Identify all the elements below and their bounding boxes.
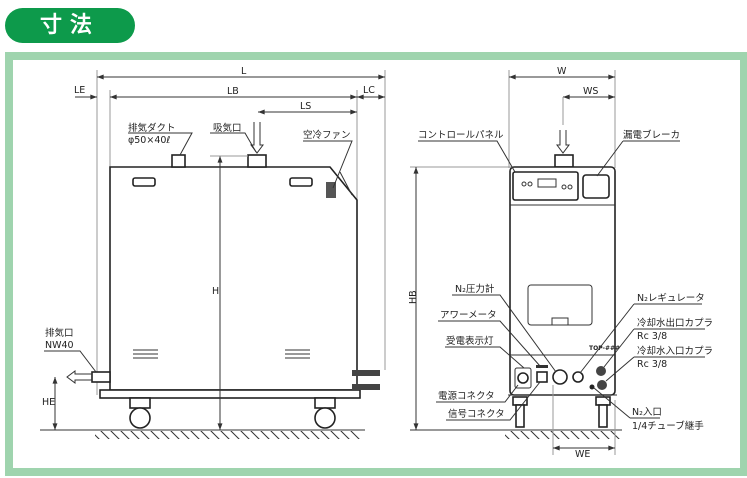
coolant-coupler xyxy=(352,384,380,390)
dim-HE-label: HE xyxy=(42,397,55,408)
exhaust-duct-label: 排気ダクト xyxy=(128,122,176,134)
vent-right xyxy=(285,349,310,359)
exhaust-port-size: NW40 xyxy=(45,340,74,351)
power-connector-icon xyxy=(517,372,529,384)
intake-port xyxy=(247,154,267,168)
n2-inlet-label: N₂入口 xyxy=(632,407,662,418)
n2-regulator-icon xyxy=(572,371,584,383)
exhaust-duct xyxy=(171,154,186,168)
n2-regulator-label: N₂レギュレータ xyxy=(637,293,705,304)
caster xyxy=(595,396,611,428)
side-view: L LE LB LC LS xyxy=(40,66,386,439)
coolant-coupler xyxy=(352,370,380,376)
floor-hatch xyxy=(95,431,360,439)
fan-label: 空冷ファン xyxy=(303,129,351,141)
dim-W-label: W xyxy=(557,66,567,77)
hour-meter-label: アワーメータ xyxy=(440,310,497,321)
dim-LS-label: LS xyxy=(300,101,311,112)
caster xyxy=(129,397,151,429)
front-view: W WS TOP-### xyxy=(408,66,713,460)
dim-LE-label: LE xyxy=(74,85,85,96)
coolant-in-label: 冷却水入口カプラ xyxy=(637,345,713,357)
model-badge: TOP-### xyxy=(589,345,620,352)
coolant-out-size: Rc 3/8 xyxy=(637,331,667,342)
dim-LB-label: LB xyxy=(227,86,239,97)
dim-LC-label: LC xyxy=(363,85,375,96)
intake-arrow-icon xyxy=(250,122,264,154)
n2-inlet-fitting: 1/4チューブ継手 xyxy=(632,420,704,432)
control-panel xyxy=(512,171,579,201)
signal-connector-label: 信号コネクタ xyxy=(448,408,505,420)
dim-WS-label: WS xyxy=(583,86,598,97)
dim-H-label: H xyxy=(212,286,219,297)
coolant-in-size: Rc 3/8 xyxy=(637,359,667,370)
power-connector-label: 電源コネクタ xyxy=(438,391,495,402)
breaker-label: 漏電ブレーカ xyxy=(623,129,680,141)
dim-L-label: L xyxy=(241,66,247,77)
base-plate xyxy=(99,389,361,399)
dim-WE-label: WE xyxy=(575,449,590,460)
exhaust-duct-size: φ50×40ℓ xyxy=(128,135,170,146)
exhaust-arrow-icon xyxy=(66,370,92,384)
control-panel-label: コントロールパネル xyxy=(418,130,504,141)
signal-connector-icon xyxy=(536,371,548,383)
n2-gauge-label: N₂圧力計 xyxy=(455,283,495,295)
intake-arrow-icon xyxy=(556,130,570,154)
n2-gauge-icon xyxy=(552,369,568,385)
intake-label: 吸気口 xyxy=(213,122,242,134)
n2-inlet-icon xyxy=(589,384,595,390)
dim-HB-label: HB xyxy=(408,290,419,304)
exhaust-port xyxy=(91,371,111,383)
coolant-out-label: 冷却水出口カプラ xyxy=(637,317,713,329)
drawing-frame xyxy=(5,52,747,476)
intake-port xyxy=(554,154,574,168)
floor-hatch xyxy=(505,431,620,439)
caster xyxy=(512,396,528,428)
fan-icon xyxy=(326,182,336,198)
handle xyxy=(132,177,156,187)
coolant-in-icon xyxy=(597,380,607,390)
caster xyxy=(314,397,336,429)
breaker xyxy=(582,174,610,199)
handle xyxy=(289,177,313,187)
vent-left xyxy=(133,349,158,359)
coolant-out-icon xyxy=(596,366,606,376)
front-body xyxy=(509,166,616,396)
side-body xyxy=(109,166,358,391)
power-lamp-label: 受電表示灯 xyxy=(446,335,494,347)
exhaust-port-label: 排気口 xyxy=(45,327,74,339)
hour-meter-icon xyxy=(536,365,548,368)
section-title: 寸法 xyxy=(5,8,135,43)
